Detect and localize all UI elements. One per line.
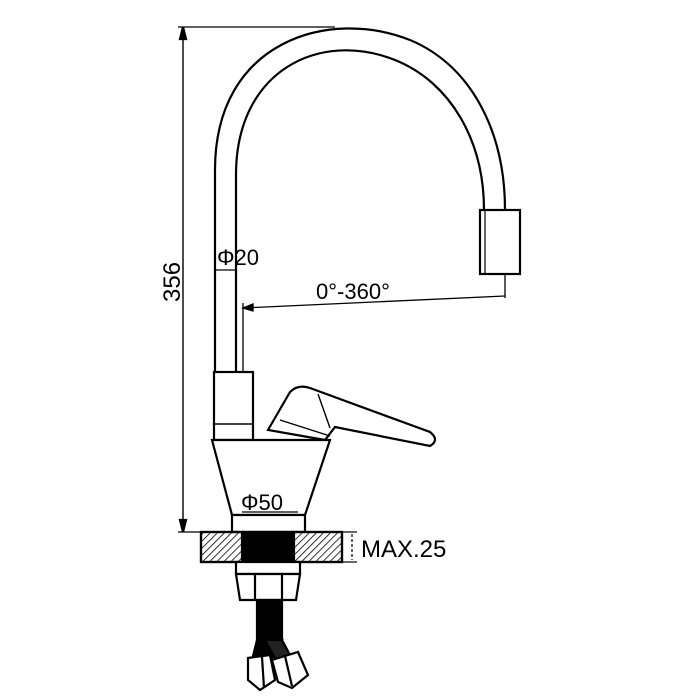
supply-hoses xyxy=(250,598,292,664)
countertop-section xyxy=(199,530,344,564)
spout xyxy=(213,27,522,372)
base-diameter-label: Φ50 xyxy=(241,490,283,515)
rotation-label: 0°-360° xyxy=(316,279,390,304)
mounting-nut xyxy=(234,560,302,602)
height-label: 356 xyxy=(159,262,186,302)
collar xyxy=(212,370,255,442)
thickness-dimension-line xyxy=(342,531,357,563)
rotation-dimension-line xyxy=(241,275,506,372)
hose-nuts xyxy=(246,650,310,692)
lever-handle[interactable] xyxy=(266,385,437,448)
height-dimension-line xyxy=(178,26,335,533)
max-thickness-label: MAX.25 xyxy=(361,536,446,563)
spout-diameter-label: Φ20 xyxy=(217,245,259,270)
